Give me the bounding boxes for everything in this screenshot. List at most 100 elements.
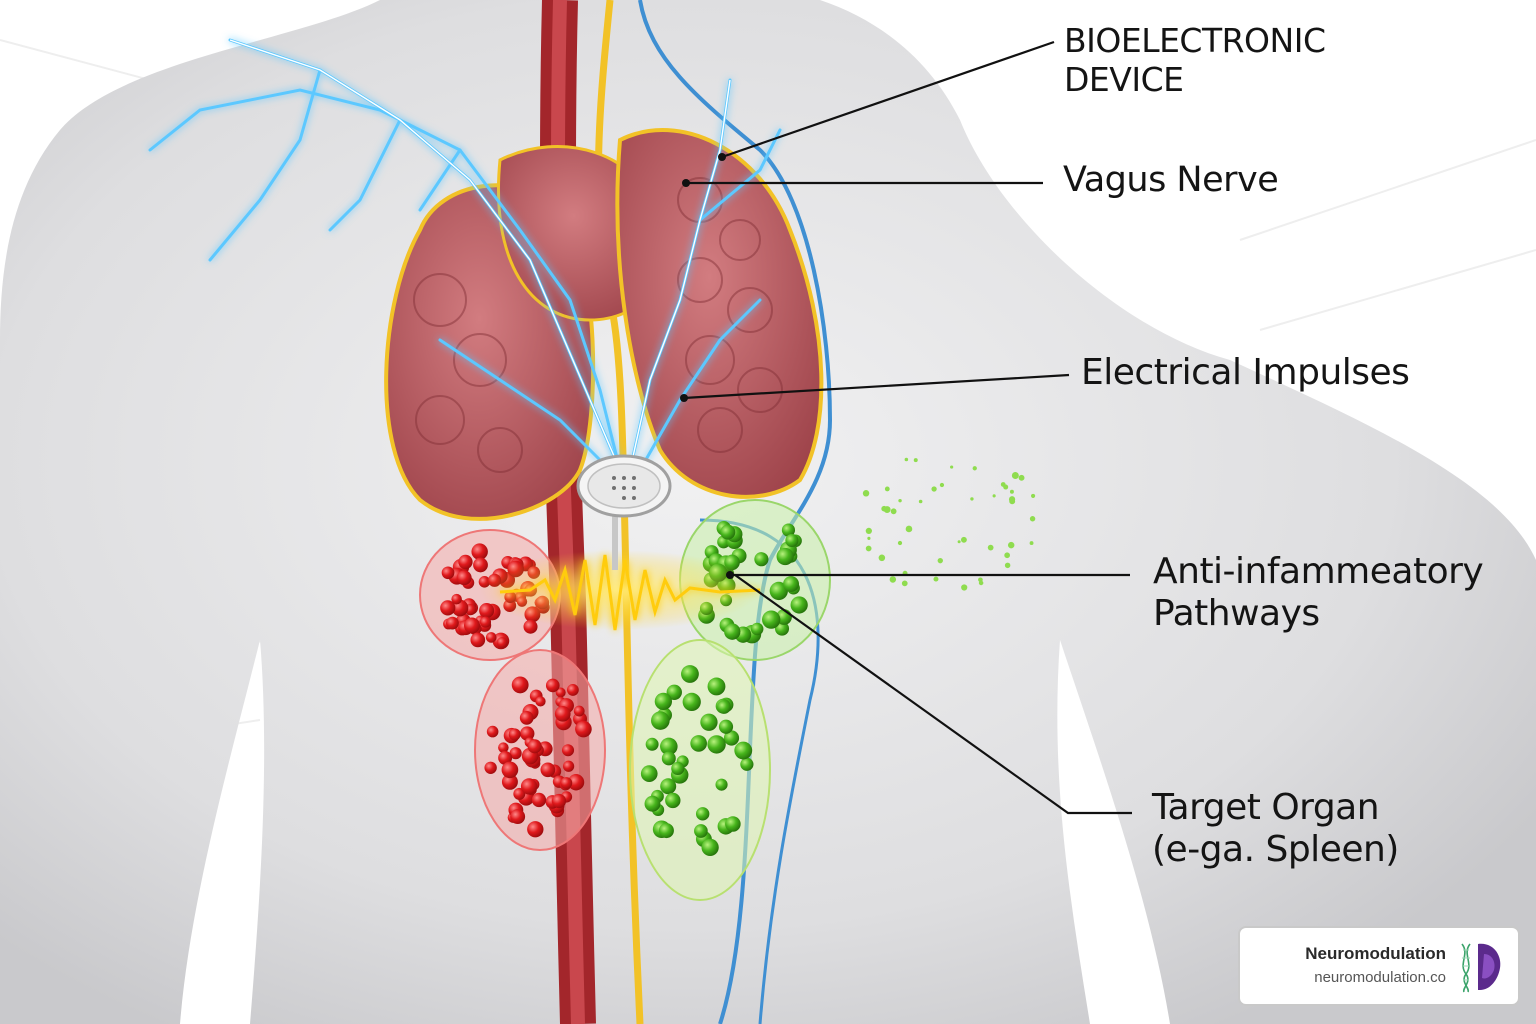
green-sparkle [1011, 472, 1019, 479]
green-cell [707, 735, 726, 754]
electrical-impulses-core [229, 39, 731, 471]
green-sparkle [931, 486, 937, 492]
green-cell [723, 730, 740, 746]
green-cell [725, 816, 741, 832]
green-sparkle [889, 576, 897, 583]
green-cell [718, 719, 734, 734]
red-cell [463, 617, 480, 634]
green-sparkle [865, 545, 872, 552]
green-sparkle [978, 580, 984, 586]
green-cell [734, 741, 753, 760]
green-cell [661, 751, 676, 766]
green-sparkle [961, 584, 968, 591]
green-sparkle [898, 498, 902, 503]
red-cell [486, 725, 499, 738]
green-sparkle [897, 540, 903, 546]
dna-brain-logo-icon [1461, 943, 1501, 993]
green-cell [681, 665, 699, 683]
green-cell [724, 623, 741, 640]
green-cell [781, 523, 796, 537]
red-cell [498, 750, 513, 765]
device-icon [576, 454, 672, 570]
green-sparkle [950, 465, 954, 469]
green-cell [700, 713, 718, 731]
red-cell [575, 720, 592, 738]
red-cell [520, 726, 535, 741]
green-cell [707, 677, 726, 696]
red-cell [573, 705, 585, 717]
red-cell [458, 554, 473, 570]
green-cell [720, 524, 736, 540]
red-cell [520, 778, 538, 795]
leader-device [721, 40, 1055, 159]
green-sparkle [1008, 496, 1016, 503]
green-sparkle [972, 466, 977, 471]
green-cell [660, 778, 677, 795]
red-cell [527, 821, 544, 838]
green-cell [776, 547, 794, 566]
signal-waveform [499, 554, 761, 631]
red-cell [540, 762, 556, 778]
green-cell [701, 838, 719, 857]
green-sparkle [992, 494, 996, 498]
green-sparkle [1031, 493, 1036, 498]
green-sparkle [937, 557, 943, 564]
red-cell [471, 543, 488, 560]
brand-name: Neuromodulation [1305, 944, 1446, 963]
green-cell [754, 552, 769, 567]
red-cell [451, 593, 462, 605]
green-cell [665, 792, 681, 809]
brand-badge[interactable]: Neuromodulation neuromodulation.co [1238, 926, 1520, 1006]
green-sparkle [933, 576, 939, 582]
green-sparkle [884, 486, 890, 492]
leader-target [734, 574, 1132, 815]
green-cell [666, 684, 682, 700]
brand-url[interactable]: neuromodulation.co [1314, 969, 1446, 986]
green-cell [660, 737, 678, 756]
red-cell [535, 696, 546, 707]
green-cell [695, 807, 710, 821]
red-cell [501, 773, 518, 790]
label-target-organ: Target Organ(e-ga. Spleen) [1152, 787, 1399, 871]
red-cell [440, 600, 456, 616]
red-cell [510, 809, 526, 825]
red-cell [523, 619, 538, 634]
red-cell [551, 793, 567, 809]
green-cell [694, 824, 708, 838]
red-cell [484, 761, 497, 774]
label-vagus-nerve: Vagus Nerve [1063, 160, 1279, 200]
red-cell [560, 777, 573, 789]
green-sparkle [901, 580, 908, 587]
red-cell [531, 792, 547, 808]
red-cell [513, 787, 526, 800]
red-cell [456, 570, 472, 586]
green-cell [651, 711, 670, 730]
red-cell [566, 684, 579, 696]
green-sparkle [1018, 474, 1025, 481]
leader-dots [680, 153, 734, 579]
red-cell [498, 742, 509, 753]
green-cell [715, 778, 728, 791]
green-cell [671, 761, 685, 776]
green-sparkle [960, 536, 967, 543]
green-cell [762, 610, 781, 629]
green-cell [654, 692, 673, 711]
green-cell [717, 700, 731, 714]
green-cell [682, 692, 701, 712]
green-cell [640, 765, 658, 782]
green-sparkle [881, 505, 887, 512]
green-sparkle [905, 525, 913, 533]
red-cell [511, 676, 529, 694]
red-cell [562, 760, 575, 772]
red-cell [554, 705, 571, 722]
label-electrical-impulses: Electrical Impulses [1081, 352, 1410, 393]
red-cell [508, 728, 521, 741]
green-cell [644, 795, 661, 812]
leader-lines [683, 40, 1132, 815]
red-cell [446, 616, 459, 630]
green-cell [769, 581, 788, 601]
green-sparkle [1004, 562, 1011, 569]
